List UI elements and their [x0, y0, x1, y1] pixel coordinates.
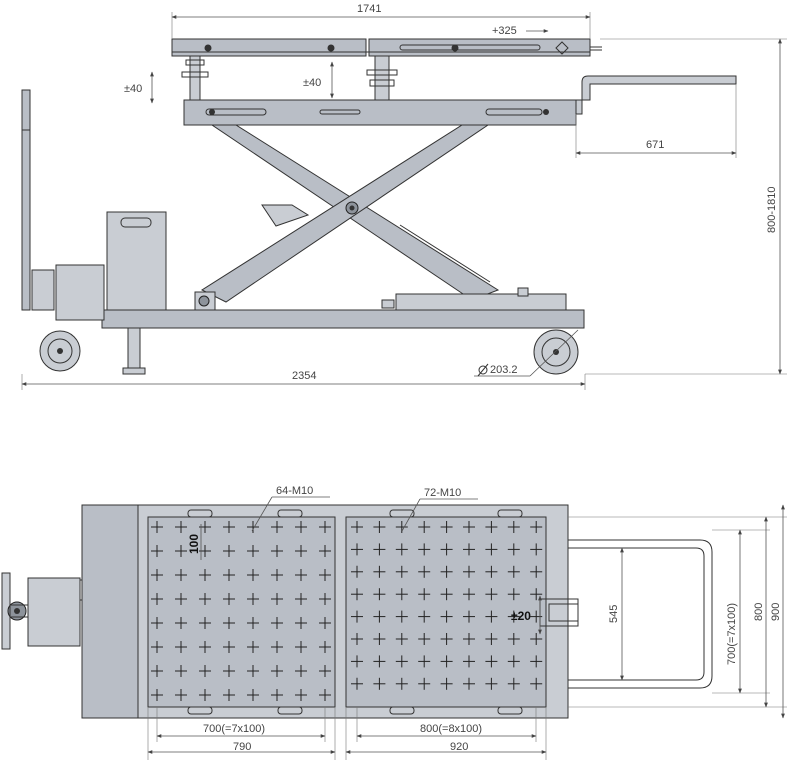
rear-handle-outer	[565, 539, 713, 689]
dim-wheel-diameter: 203.2	[490, 364, 518, 376]
pump-block-top	[81, 504, 139, 719]
side-view: 1741 +325 ±40 ±40 671 800-1810 2354 203.…	[21, 3, 787, 390]
front-tiller-top	[1, 572, 81, 650]
dim-post-adjust: ±40	[303, 77, 321, 89]
left-hole-grid	[151, 521, 331, 701]
dim-total-length: 2354	[292, 370, 316, 382]
support-foot	[127, 327, 141, 369]
scissor-arm-b	[200, 124, 490, 303]
dim-right-plate: 920	[450, 741, 468, 753]
dim-grid-height: 700(=7x100)	[726, 603, 738, 665]
slide-lock-diamond	[555, 41, 569, 55]
dim-handle-length: 671	[646, 139, 664, 151]
top-plate-left	[171, 38, 367, 57]
dim-lateral-adjust: ±20	[511, 609, 531, 623]
post-right	[374, 55, 390, 101]
label-right-holes: 72-M10	[424, 487, 461, 499]
rear-handle-inner	[565, 547, 705, 681]
post-left	[189, 55, 201, 101]
dim-inner-width: 545	[608, 605, 620, 623]
dim-plate-adjust: ±40	[124, 83, 142, 95]
top-view: 64-M10 72-M10 100 ±20 545 700(=7x100) 80…	[1, 485, 787, 760]
extension-slot	[399, 44, 541, 51]
dim-left-plate: 790	[233, 741, 251, 753]
dim-extension: +325	[492, 25, 517, 37]
roller-track	[395, 293, 567, 311]
lift-table	[183, 99, 577, 126]
right-hole-grid	[351, 521, 543, 690]
hydraulic-cylinder	[261, 204, 310, 227]
tiller-handle	[21, 89, 31, 311]
pump-housing	[106, 211, 167, 311]
dim-width-800: 800	[753, 603, 765, 621]
base-frame	[101, 309, 585, 329]
front-wheel-assembly	[55, 264, 105, 321]
dim-left-grid: 700(=7x100)	[203, 723, 265, 735]
dim-height-range: 800-1810	[766, 187, 778, 234]
label-left-holes: 64-M10	[276, 485, 313, 497]
left-plate	[147, 516, 336, 708]
push-handle-rear	[575, 75, 737, 115]
dim-top-length: 1741	[357, 3, 381, 15]
dim-width-900: 900	[770, 603, 782, 621]
dim-right-grid: 800(=8x100)	[420, 723, 482, 735]
dim-grid-pitch: 100	[187, 534, 201, 554]
